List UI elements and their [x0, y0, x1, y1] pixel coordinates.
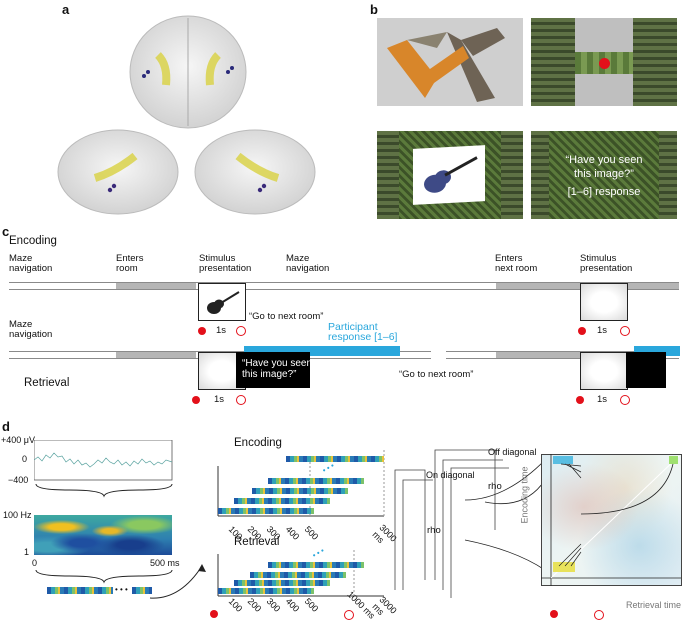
- freq-top-label: 100 Hz: [3, 510, 32, 520]
- panel-letter-d: d: [2, 419, 10, 434]
- label-stimulus-presentation-1: Stimulus presentation: [199, 253, 252, 274]
- encoding-matrix-label: Encoding: [234, 437, 282, 449]
- brain-left-view: [57, 129, 179, 215]
- on-diagonal-label: On diagonal: [426, 470, 475, 480]
- label-enters-room: Enters room: [116, 253, 144, 274]
- rho-label-1: rho: [488, 481, 502, 492]
- encoding-onset-marker-2: [578, 327, 586, 335]
- matrix-overlays: [541, 454, 681, 586]
- duration-label-2: 1s: [597, 325, 608, 336]
- duration-label-4: 1s: [597, 394, 608, 405]
- retrieval-grey-2: [496, 352, 580, 358]
- ret-strip-1: [218, 588, 314, 594]
- participant-response-label: Participant response [1–6]: [328, 321, 398, 343]
- enc-tick-500: 500: [302, 524, 321, 542]
- ret-strip-3: [250, 572, 346, 578]
- encoding-timeline: [9, 282, 679, 290]
- guitar-image-card: [413, 145, 485, 205]
- retrieval-question-box: “Have you seen this image?”: [236, 352, 313, 388]
- retrieval-onset-marker-2: [576, 396, 584, 404]
- encoding-strip-stack: [217, 450, 385, 517]
- retrieval-question-text: “Have you seen this image?”: [242, 358, 313, 380]
- encoding-offset-marker-2: [620, 326, 630, 336]
- duration-label-3: 1s: [214, 394, 225, 405]
- feature-vector-ellipsis: • • •: [115, 585, 128, 594]
- panel-letter-b: b: [370, 2, 378, 17]
- duration-label-1: 1s: [216, 325, 227, 336]
- arrow-to-matrices: [149, 564, 206, 599]
- post-stimulus-segment: [626, 283, 679, 289]
- encoding-label: Encoding: [9, 235, 57, 247]
- spectrogram: [34, 515, 172, 555]
- retrieval-label: Retrieval: [24, 377, 70, 389]
- enc-strip-1: [218, 508, 314, 514]
- brace-2: [35, 569, 173, 584]
- scene-question-room: “Have you seen this image?” [1–6] respon…: [531, 131, 677, 219]
- ret-strip-4: [268, 562, 364, 568]
- enc-strip-5: [286, 456, 384, 462]
- retrieval-offset-marker-2: [620, 395, 630, 405]
- rho-label-2: rho: [427, 525, 441, 536]
- brace-1: [35, 483, 173, 498]
- feature-vector-right: [132, 587, 152, 594]
- encoding-onset-marker-1: [198, 327, 206, 335]
- scene-stimulus-room: [377, 131, 523, 219]
- label-enters-next-room: Enters next room: [495, 253, 538, 274]
- go-next-room-text-1: “Go to next room”: [249, 311, 324, 322]
- label-maze-navigation-1: Maze navigation: [9, 253, 53, 274]
- enters-room-segment: [116, 283, 196, 289]
- retrieval-grey-1: [116, 352, 196, 358]
- matrix-offset-ring: [594, 610, 604, 620]
- retrieval-matrix-label: Retrieval: [234, 536, 280, 548]
- encoding-stimulus-box-2: [580, 283, 628, 321]
- trace-y-bottom: −400: [8, 475, 29, 485]
- ret-ticks: 100 200 300 400 500 1000 ms 3000 ms: [227, 589, 399, 620]
- label-maze-navigation-2: Maze navigation: [286, 253, 330, 274]
- time-end-label: 500 ms: [150, 558, 180, 568]
- scene-maze-corridor: [531, 18, 677, 106]
- enters-next-room-segment: [496, 283, 580, 289]
- retrieval-stimulus-box-2: [580, 352, 628, 390]
- retrieval-black-box-2: [626, 352, 666, 388]
- encoding-offset-marker-1: [236, 326, 246, 336]
- feature-vector-left: [47, 587, 113, 594]
- retrieval-offset-marker-1: [236, 395, 246, 405]
- retrieval-timeline-b: [446, 351, 679, 359]
- participant-response-bar: [244, 346, 400, 356]
- off-diagonal-label: Off diagonal: [488, 447, 537, 457]
- label-maze-navigation-3: Maze navigation: [9, 319, 53, 340]
- raw-voltage-trace: [34, 440, 173, 481]
- participant-response-bar-2: [634, 346, 680, 356]
- freq-bottom-label: 1: [24, 547, 30, 557]
- question-text-line1: “Have you seen: [565, 154, 643, 166]
- enc-strip-2: [234, 498, 330, 504]
- label-stimulus-presentation-2: Stimulus presentation: [580, 253, 633, 274]
- guitar-icon: [207, 291, 240, 314]
- brain-right-view: [194, 129, 316, 215]
- scene-maze-overview: [377, 18, 523, 106]
- brain-renderings: [57, 15, 316, 215]
- retrieval-time-axis-label: Retrieval time: [626, 600, 682, 610]
- go-next-room-text-2: “Go to next room”: [399, 369, 474, 380]
- matrix-onset-dot: [550, 610, 558, 618]
- encoding-time-axis-label: Encoding time: [519, 466, 530, 524]
- retrieval-offset-ring-d: [344, 610, 354, 620]
- guitar-icon: [424, 156, 478, 193]
- encoding-stimulus-box-1: [198, 283, 246, 321]
- enc-strip-3: [252, 488, 348, 494]
- enc-strip-4: [268, 478, 364, 484]
- retrieval-onset-dot-d: [210, 610, 218, 618]
- response-range-text: [1–6] response: [567, 186, 641, 198]
- target-red-dot: [599, 58, 610, 69]
- time-start-label: 0: [32, 558, 38, 568]
- enc-tick-400: 400: [283, 524, 302, 542]
- retrieval-onset-marker-1: [192, 396, 200, 404]
- ret-strip-2: [234, 580, 330, 586]
- trace-y-top: +400 μV: [1, 435, 35, 445]
- panel-letter-a: a: [62, 2, 70, 17]
- brain-top-view: [129, 15, 247, 129]
- trace-y-zero: 0: [22, 454, 28, 464]
- question-text-line2: this image?”: [574, 168, 634, 180]
- panel-letter-c: c: [2, 224, 10, 239]
